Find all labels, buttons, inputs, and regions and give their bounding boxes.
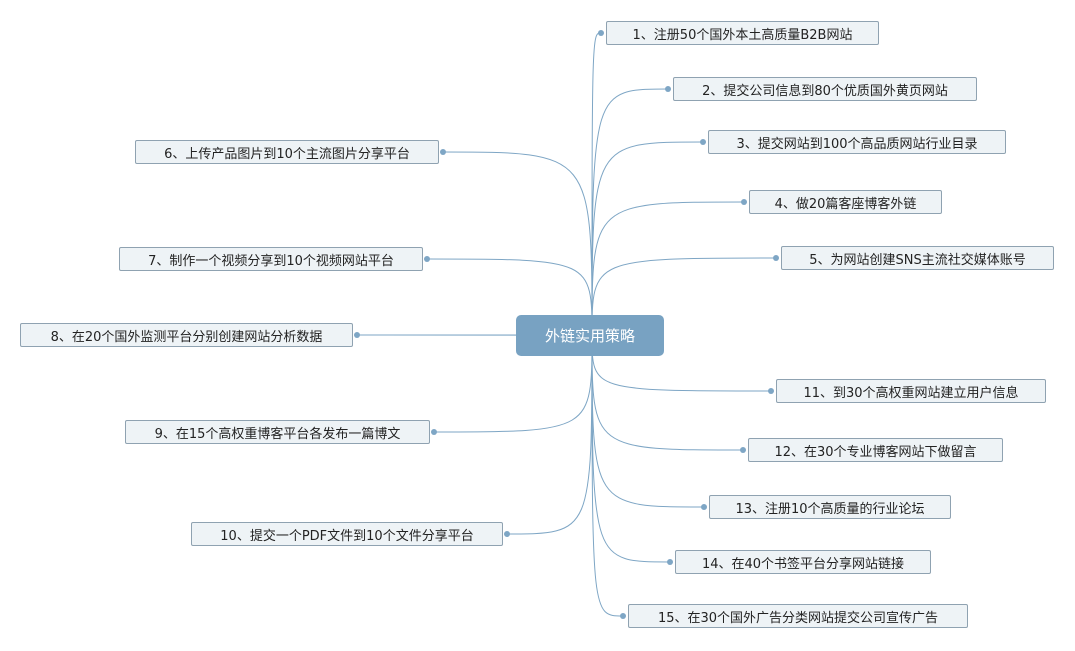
branch-topic-6[interactable]: 6、上传产品图片到10个主流图片分享平台 bbox=[135, 140, 439, 164]
connector-dot-right-5 bbox=[768, 388, 774, 394]
branch-topic-7[interactable]: 7、制作一个视频分享到10个视频网站平台 bbox=[119, 247, 423, 271]
connector-dot-right-3 bbox=[741, 199, 747, 205]
connector-dot-left-3 bbox=[431, 429, 437, 435]
connector-left-4 bbox=[506, 335, 593, 535]
branch-topic-1[interactable]: 1、注册50个国外本土高质量B2B网站 bbox=[606, 21, 879, 45]
connector-dot-left-4 bbox=[504, 531, 510, 537]
branch-topic-10[interactable]: 10、提交一个PDF文件到10个文件分享平台 bbox=[191, 522, 503, 546]
branch-topic-9[interactable]: 9、在15个高权重博客平台各发布一篇博文 bbox=[125, 420, 430, 444]
connector-left-0 bbox=[442, 151, 593, 337]
connector-dot-left-2 bbox=[354, 332, 360, 338]
connector-dot-left-0 bbox=[440, 149, 446, 155]
connector-right-7 bbox=[591, 335, 705, 508]
connector-dot-right-6 bbox=[740, 447, 746, 453]
connector-dot-right-9 bbox=[620, 613, 626, 619]
connector-left-1 bbox=[426, 258, 593, 337]
branch-topic-3[interactable]: 3、提交网站到100个高品质网站行业目录 bbox=[708, 130, 1006, 154]
connector-dot-right-7 bbox=[701, 504, 707, 510]
central-topic[interactable]: 外链实用策略 bbox=[516, 315, 664, 356]
connector-right-2 bbox=[591, 141, 704, 337]
connector-dot-left-1 bbox=[424, 256, 430, 262]
connector-dot-right-1 bbox=[665, 86, 671, 92]
connector-right-3 bbox=[591, 201, 745, 337]
branch-topic-4[interactable]: 4、做20篇客座博客外链 bbox=[749, 190, 942, 214]
branch-topic-12[interactable]: 12、在30个专业博客网站下做留言 bbox=[748, 438, 1003, 462]
branch-topic-14[interactable]: 14、在40个书签平台分享网站链接 bbox=[675, 550, 931, 574]
branch-topic-11[interactable]: 11、到30个高权重网站建立用户信息 bbox=[776, 379, 1046, 403]
connector-right-1 bbox=[591, 88, 669, 337]
connector-dot-right-2 bbox=[700, 139, 706, 145]
branch-topic-2[interactable]: 2、提交公司信息到80个优质国外黄页网站 bbox=[673, 77, 977, 101]
branch-topic-13[interactable]: 13、注册10个高质量的行业论坛 bbox=[709, 495, 951, 519]
branch-topic-8[interactable]: 8、在20个国外监测平台分别创建网站分析数据 bbox=[20, 323, 353, 347]
connector-right-9 bbox=[591, 335, 624, 617]
connector-dot-right-0 bbox=[598, 30, 604, 36]
connector-right-8 bbox=[591, 335, 671, 563]
connector-dot-right-8 bbox=[667, 559, 673, 565]
branch-topic-5[interactable]: 5、为网站创建SNS主流社交媒体账号 bbox=[781, 246, 1054, 270]
connector-dot-right-4 bbox=[773, 255, 779, 261]
branch-topic-15[interactable]: 15、在30个国外广告分类网站提交公司宣传广告 bbox=[628, 604, 968, 628]
